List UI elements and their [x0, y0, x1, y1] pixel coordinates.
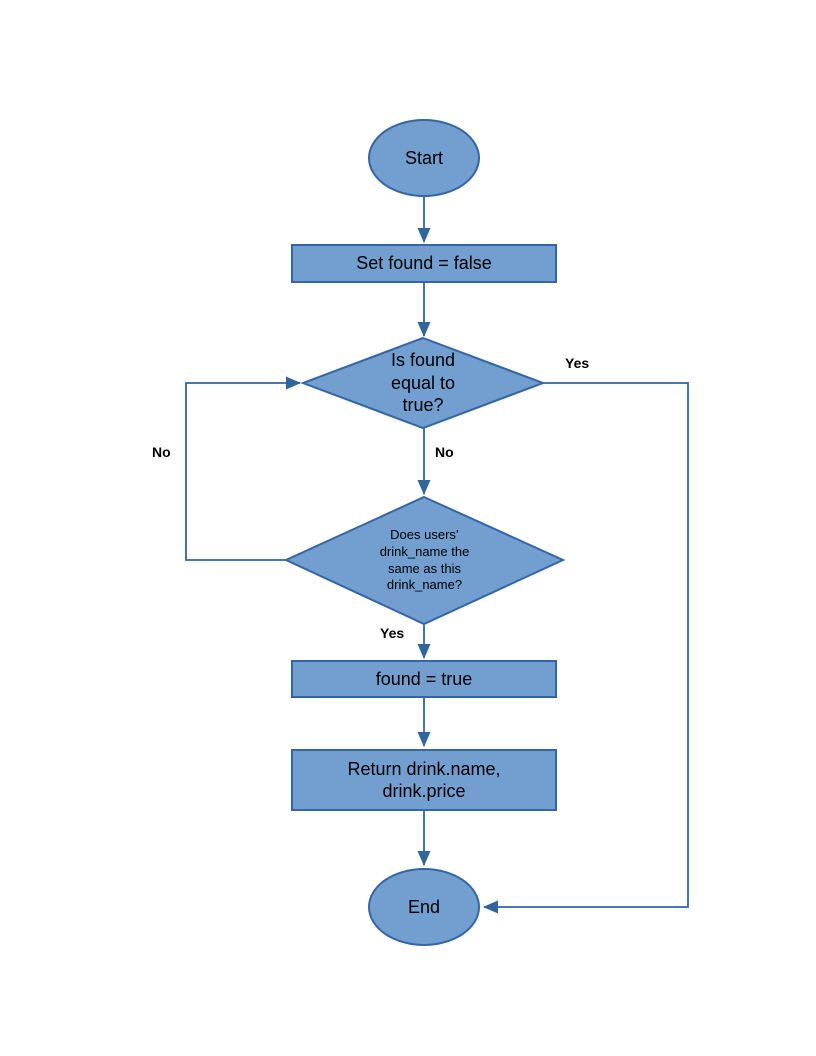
edge-label-yes-down: Yes: [380, 625, 405, 641]
start-node: Start: [368, 119, 480, 197]
edge-label-no-left: No: [152, 444, 171, 460]
connector-no-loop-to-is-found: [185, 376, 301, 561]
decision-is-found-shape: [300, 336, 546, 430]
edge-label-yes-right: Yes: [565, 355, 590, 371]
process-return-node: Return drink.name, drink.price: [291, 749, 557, 811]
edge-label-no-down: No: [435, 444, 454, 460]
process-found-true-node: found = true: [291, 660, 557, 698]
decision-compare-drink-label: Does users’ drink_name the same as this …: [379, 526, 470, 593]
connector-yes-to-end: [483, 382, 689, 914]
decision-is-found-label: Is found equal to true?: [390, 350, 456, 416]
process-set-found-node: Set found = false: [291, 244, 557, 283]
end-node: End: [368, 868, 480, 946]
